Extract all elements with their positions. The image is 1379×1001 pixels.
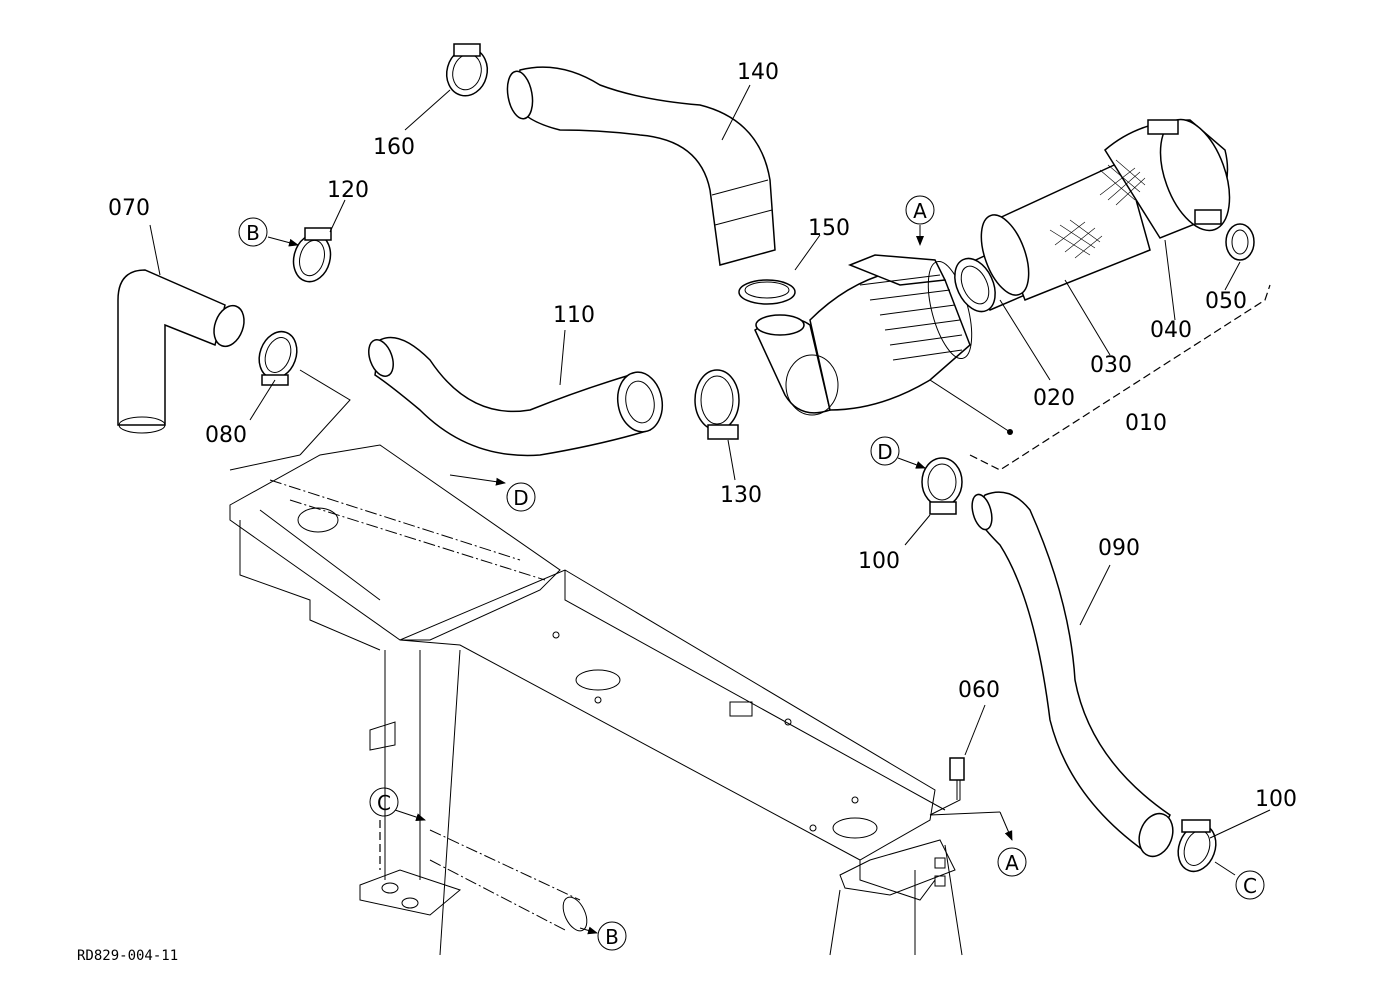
clamp-100-upper — [921, 457, 963, 515]
label-110: 110 — [553, 303, 595, 328]
label-040: 040 — [1150, 318, 1192, 343]
reference-markers: A A B B C C D D — [238, 195, 1265, 951]
svg-text:D: D — [877, 440, 892, 464]
ref-marker-c-right: C — [1235, 870, 1265, 900]
valve-050 — [1225, 223, 1255, 261]
hose-110 — [368, 336, 664, 457]
clamp-100-lower — [1177, 819, 1217, 873]
label-120: 120 — [327, 178, 369, 203]
label-070: 070 — [108, 196, 150, 221]
part-number-labels: 010 020 030 040 050 060 070 080 090 100 … — [108, 60, 1297, 812]
svg-text:A: A — [1005, 851, 1019, 875]
clamp-150 — [738, 279, 796, 305]
label-050: 050 — [1205, 289, 1247, 314]
bolt-060 — [949, 757, 965, 800]
label-150: 150 — [808, 216, 850, 241]
cover-040 — [1099, 118, 1231, 239]
chassis-frame — [229, 284, 1271, 956]
outer-element-030 — [980, 158, 1151, 301]
label-160: 160 — [373, 135, 415, 160]
ref-marker-a-bottom: A — [997, 847, 1027, 877]
air-cleaner-body — [754, 254, 973, 416]
label-100-upper: 100 — [858, 549, 900, 574]
label-090: 090 — [1098, 536, 1140, 561]
label-140: 140 — [737, 60, 779, 85]
svg-text:D: D — [513, 486, 528, 510]
hose-070 — [117, 269, 245, 434]
label-010: 010 — [1125, 411, 1167, 436]
svg-text:B: B — [246, 221, 260, 245]
hose-140 — [506, 66, 776, 266]
hose-090 — [971, 491, 1174, 858]
svg-text:A: A — [913, 199, 927, 223]
svg-text:C: C — [377, 791, 391, 815]
drawing-code: RD829-004-11 — [77, 948, 178, 964]
ref-marker-b-left: B — [238, 217, 268, 247]
ref-marker-d-left: D — [506, 482, 536, 512]
ref-marker-d-right: D — [870, 436, 900, 466]
leader-lines — [149, 84, 1271, 935]
label-100-lower: 100 — [1255, 787, 1297, 812]
clamp-080 — [258, 330, 298, 386]
clamp-130 — [694, 369, 740, 440]
ref-marker-a-top: A — [905, 195, 935, 225]
clamp-120 — [292, 227, 332, 283]
label-130: 130 — [720, 483, 762, 508]
label-020: 020 — [1033, 386, 1075, 411]
clamp-160 — [445, 43, 489, 97]
ref-marker-b-bottom: B — [597, 921, 627, 951]
label-080: 080 — [205, 423, 247, 448]
svg-text:C: C — [1243, 874, 1257, 898]
ref-marker-c-left: C — [369, 787, 399, 817]
label-060: 060 — [958, 678, 1000, 703]
svg-text:B: B — [605, 925, 619, 949]
label-030: 030 — [1090, 353, 1132, 378]
